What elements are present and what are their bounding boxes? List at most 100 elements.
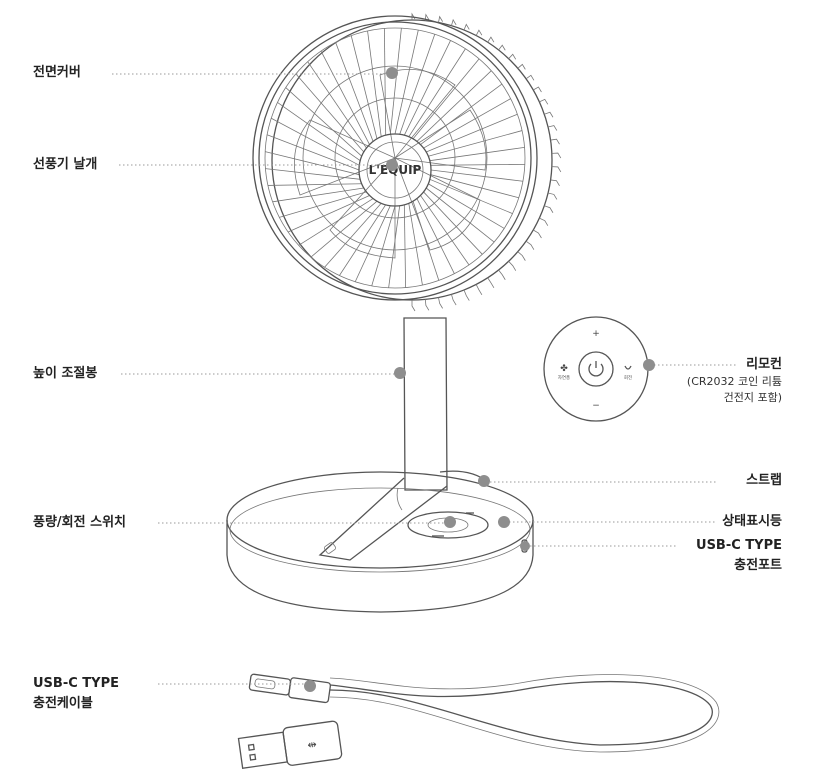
grill-spoke — [429, 146, 525, 162]
back-fins — [411, 12, 562, 312]
back-fin — [498, 44, 506, 51]
usb-a-plug: ⇹ — [237, 720, 343, 769]
grill-spoke — [367, 30, 382, 137]
grill-spoke — [339, 204, 387, 276]
grill-spoke — [426, 113, 518, 153]
markers — [304, 67, 655, 692]
remote-minus-label: − — [592, 401, 600, 411]
grill-spoke — [383, 28, 387, 136]
back-fin — [438, 15, 443, 23]
back-fin — [551, 166, 562, 173]
fan-head: L'EQUIP — [252, 12, 562, 312]
grill-spoke — [298, 198, 374, 246]
grill-spoke — [428, 183, 505, 229]
remote-rotate-label: 회전 — [624, 374, 632, 381]
label-status-light: 상태표시등 — [722, 514, 782, 529]
marker-front-cover — [386, 67, 398, 79]
label-height-pole: 높이 조절봉 — [33, 366, 98, 381]
back-fin — [547, 192, 558, 200]
remote-control: + − ✤ 자연풍 회전 — [543, 316, 649, 422]
grill-spoke — [271, 117, 360, 166]
grill-spoke — [389, 28, 402, 135]
grill-spoke — [310, 200, 378, 258]
back-fin — [544, 205, 554, 213]
marker-usb-port — [520, 541, 530, 551]
back-fin — [508, 53, 517, 60]
usb-c-plug — [248, 673, 332, 704]
back-fin — [517, 251, 526, 261]
label-usb-port-1: USB-C TYPE — [696, 538, 782, 553]
grill-spoke — [267, 183, 362, 186]
back-fin — [525, 240, 535, 250]
grill-spoke — [307, 61, 367, 149]
marker-usb-cable — [304, 680, 316, 692]
label-strap: 스트랩 — [746, 473, 782, 488]
back-fin — [451, 18, 457, 26]
back-fin — [547, 125, 558, 131]
back-fin — [525, 74, 535, 81]
back-fin — [550, 138, 560, 145]
grill-spoke — [420, 195, 470, 266]
back-fin — [517, 63, 526, 70]
back-fin — [550, 179, 560, 186]
usb-cable: ⇹ — [237, 673, 720, 769]
back-fin — [463, 289, 470, 301]
label-remote-note-1: (CR2032 코인 리튬 — [686, 375, 782, 388]
back-fin — [487, 277, 495, 289]
label-remote-note-2: 건전지 포함) — [723, 391, 782, 404]
back-fin — [544, 111, 554, 118]
label-front-cover: 전면커버 — [33, 65, 81, 80]
fan-blades — [294, 69, 487, 259]
grill-spoke — [388, 205, 401, 288]
leaders — [112, 73, 736, 685]
grill-spoke — [350, 35, 378, 139]
back-fin — [551, 152, 562, 159]
grill-spoke — [394, 30, 419, 135]
grill-spoke — [428, 130, 523, 157]
back-fin — [508, 261, 517, 271]
back-fin — [498, 269, 506, 280]
hub — [358, 133, 432, 207]
label-remote: 리모컨 — [746, 357, 782, 372]
grill-spoke — [320, 50, 370, 145]
grill-spoke — [403, 40, 451, 136]
grill-spoke — [416, 70, 492, 142]
remote-plus-label: + — [592, 329, 600, 339]
grill-spoke — [335, 42, 374, 142]
grill-spoke — [412, 201, 440, 281]
marker-status-light — [498, 516, 510, 528]
back-fin — [424, 13, 430, 21]
grill-spoke — [429, 178, 513, 214]
marker-fan-blade — [386, 159, 398, 171]
back-fin — [451, 294, 457, 306]
grill-spoke — [265, 168, 361, 180]
height-pole — [403, 317, 448, 491]
label-switch: 풍량/회전 스위치 — [33, 515, 126, 530]
back-fin — [533, 229, 542, 239]
grill-spoke — [420, 83, 503, 145]
grill-spoke — [279, 191, 367, 218]
grill-spoke — [295, 73, 365, 153]
grill-spoke — [266, 134, 360, 171]
front-cover — [258, 21, 532, 295]
marker-remote — [643, 359, 655, 371]
back-fin — [463, 23, 470, 31]
back-fin — [438, 297, 443, 309]
grill-spoke — [399, 34, 436, 135]
fan-base — [226, 470, 534, 613]
rotate-icon — [624, 365, 632, 370]
back-fin — [533, 86, 542, 93]
grill-spoke — [412, 58, 480, 140]
grill-spoke — [430, 174, 519, 199]
back-fin — [539, 217, 549, 226]
grill-spoke — [408, 48, 466, 137]
grill-spoke — [425, 187, 495, 243]
grill-spoke — [423, 191, 483, 255]
grill-spoke — [423, 98, 511, 149]
marker-switch — [444, 516, 456, 528]
back-fin — [487, 36, 495, 43]
back-fin — [475, 284, 483, 295]
label-fan-blade: 선풍기 날개 — [33, 157, 98, 172]
usb-symbol-icon: ⇹ — [307, 738, 318, 752]
label-usb-port-2: 충전포트 — [734, 558, 782, 573]
